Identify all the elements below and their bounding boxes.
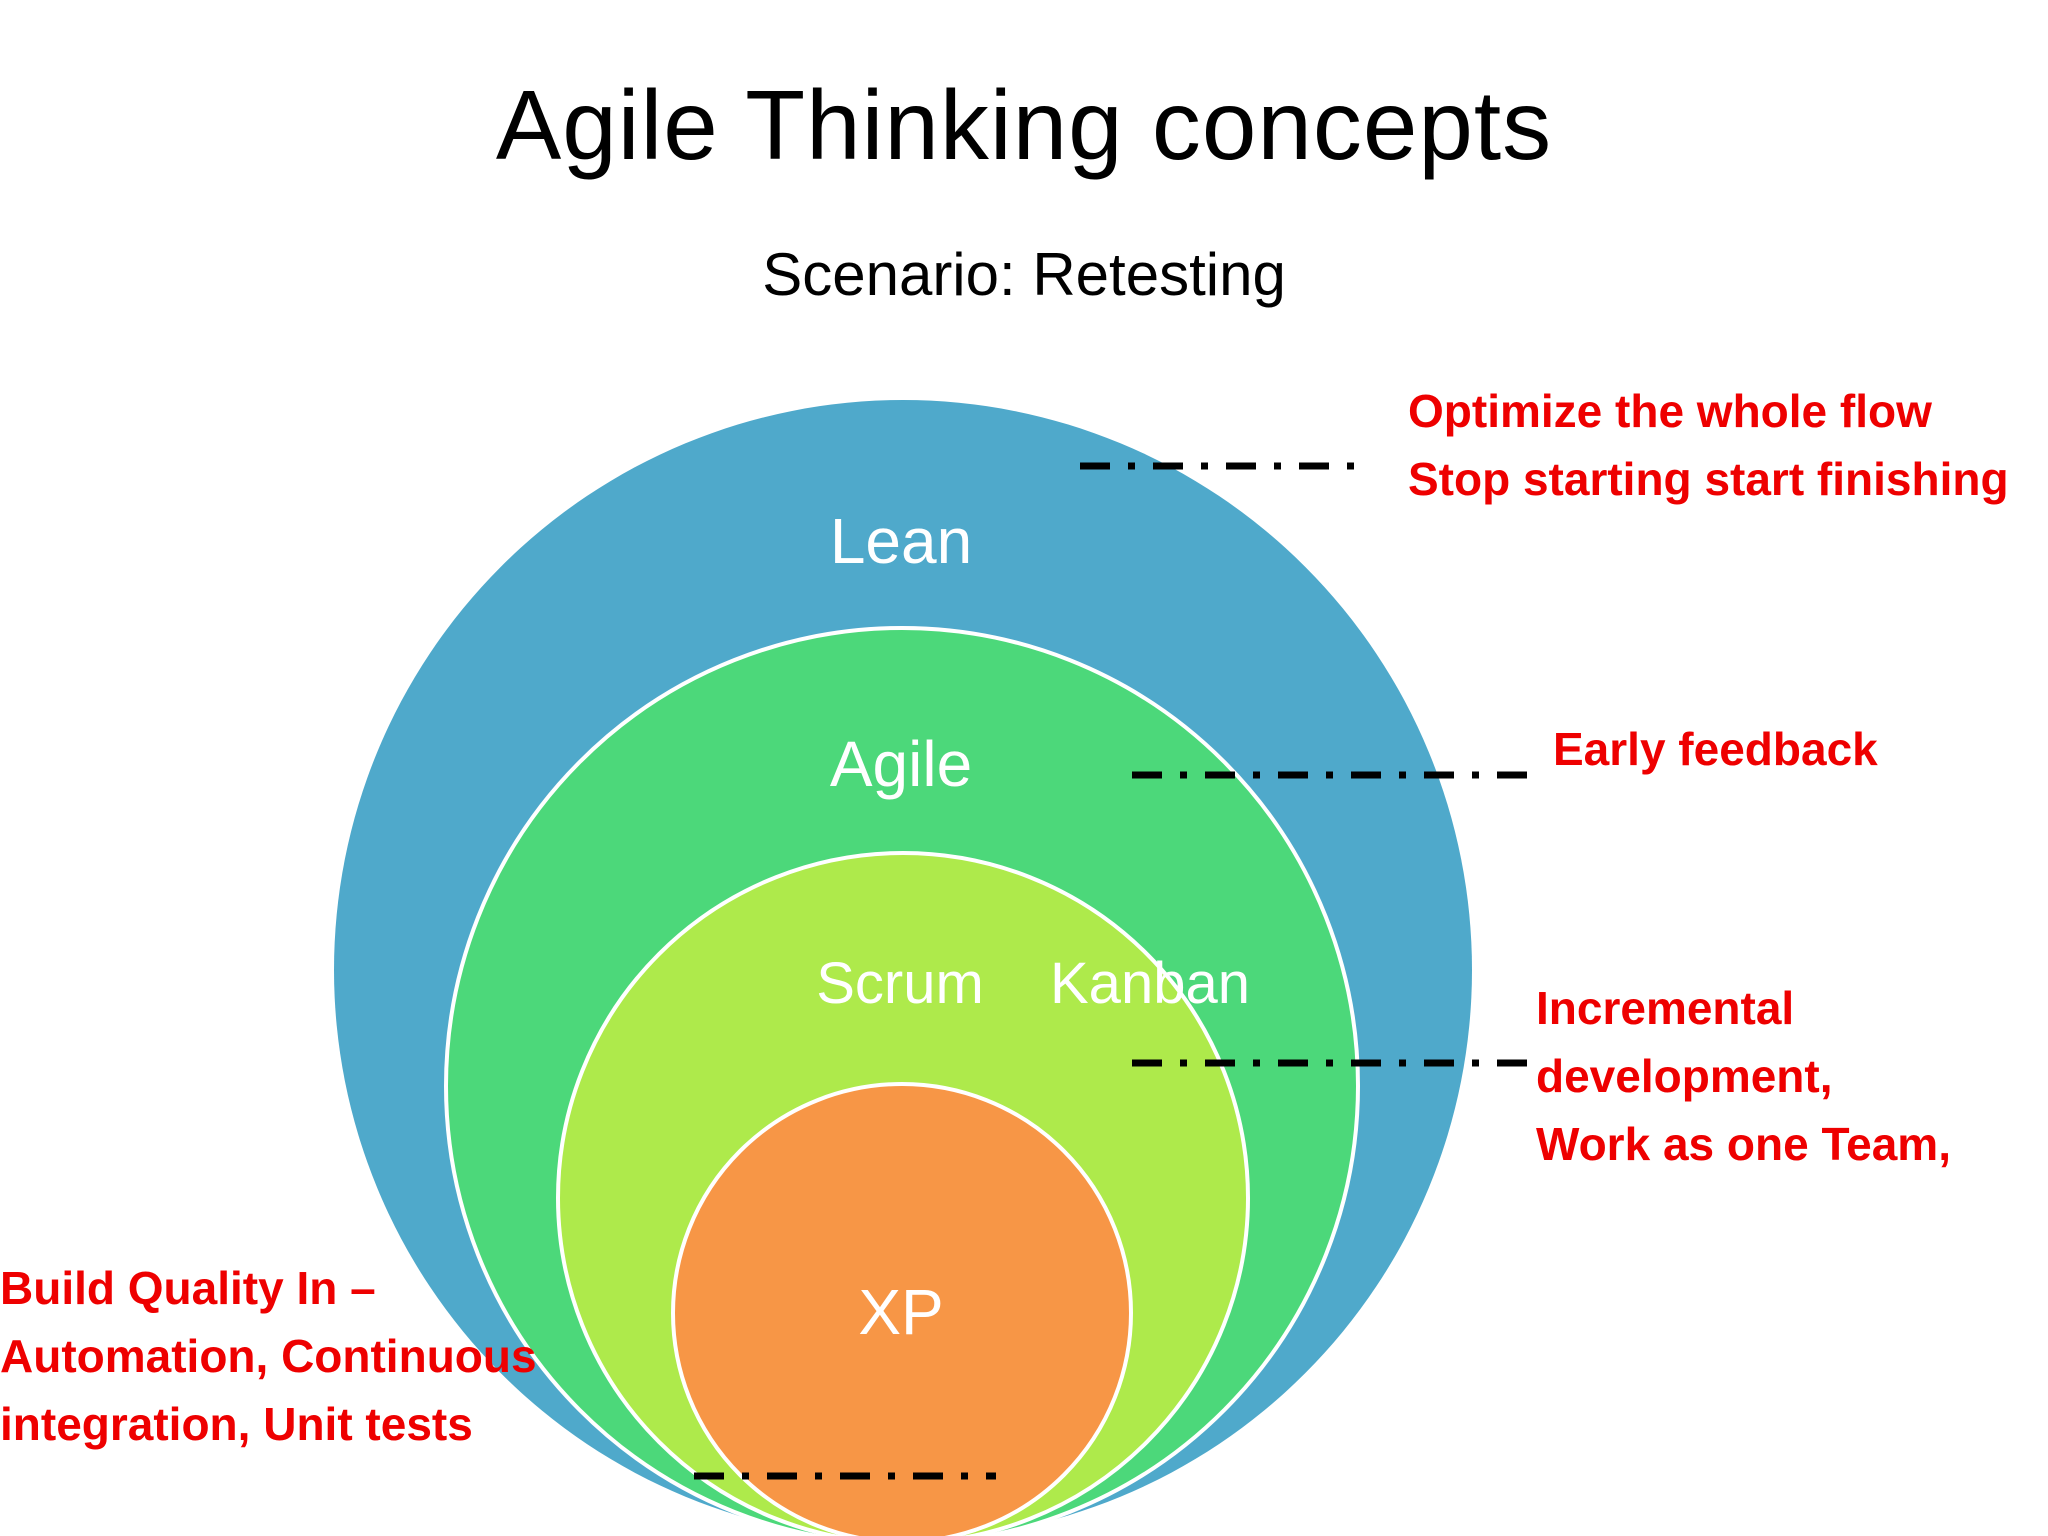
xp-label: XP [858, 1276, 943, 1348]
agile-note-line-1: Early feedback [1553, 723, 1878, 775]
scrum-kanban-note-line-2: development, [1536, 1050, 1833, 1102]
xp-note-line-3: integration, Unit tests [0, 1398, 473, 1450]
xp-note-line-1: Build Quality In – [0, 1262, 376, 1314]
lean-note-line-1: Optimize the whole flow [1408, 385, 1932, 437]
scrum-kanban-note-line-3: Work as one Team, [1536, 1118, 1951, 1170]
lean-note: Optimize the whole flow Stop starting st… [1408, 377, 2009, 513]
slide-title: Agile Thinking concepts [495, 70, 1553, 180]
slide-subtitle: Scenario: Retesting [762, 241, 1286, 308]
kanban-label: Kanban [1050, 951, 1250, 1016]
xp-note: Build Quality In – Automation, Continuou… [0, 1254, 537, 1458]
lean-note-line-2: Stop starting start finishing [1408, 453, 2009, 505]
scrum-kanban-note-line-1: Incremental [1536, 982, 1795, 1034]
xp-note-line-2: Automation, Continuous [0, 1330, 537, 1382]
scrum-kanban-note: Incremental development, Work as one Tea… [1536, 974, 1951, 1178]
agile-label: Agile [830, 728, 972, 800]
xp-circle [671, 1082, 1133, 1536]
agile-note: Early feedback [1553, 715, 1878, 783]
scrum-label: Scrum [816, 951, 984, 1016]
lean-label: Lean [830, 505, 972, 577]
